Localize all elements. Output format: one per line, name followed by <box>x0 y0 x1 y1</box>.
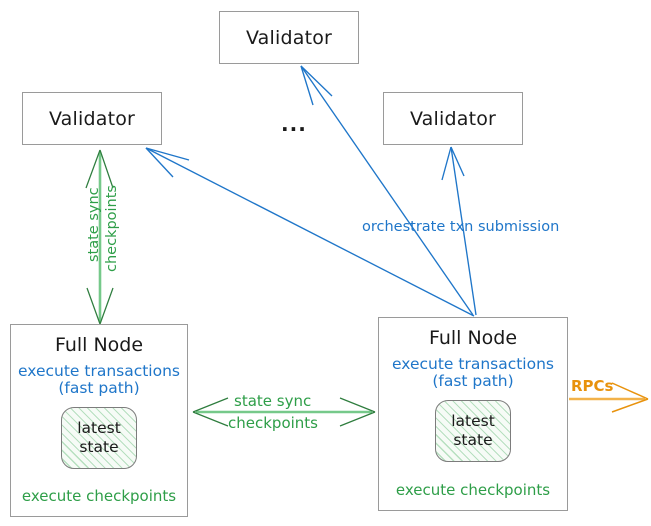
execute-transactions-line2: (fast path) <box>432 372 514 390</box>
latest-state-line1: latest <box>77 419 121 437</box>
execute-transactions-line1: execute transactions <box>391 355 555 373</box>
full-node-box-right[interactable]: Full Node execute transactions (fast pat… <box>378 317 568 511</box>
full-node-execute-transactions: execute transactions (fast path) <box>18 363 180 397</box>
state-sync-middle-label-line2: checkpoints <box>228 414 318 432</box>
latest-state-box[interactable]: latest state <box>61 407 137 469</box>
rpcs-label: RPCs <box>571 377 614 395</box>
validator-box-right[interactable]: Validator <box>383 92 523 145</box>
full-node-execute-checkpoints: execute checkpoints <box>395 481 551 499</box>
latest-state-line2: state <box>79 438 119 456</box>
execute-transactions-line2: (fast path) <box>58 379 140 397</box>
validator-box-left[interactable]: Validator <box>22 92 162 145</box>
state-sync-middle-label-line1: state sync <box>234 392 312 410</box>
latest-state-box[interactable]: latest state <box>435 400 511 462</box>
validator-label: Validator <box>409 107 497 130</box>
latest-state-line1: latest <box>451 412 495 430</box>
state-sync-vertical-label-line1: state sync <box>86 187 102 262</box>
validator-box-top[interactable]: Validator <box>219 11 359 64</box>
execute-transactions-line1: execute transactions <box>17 362 181 380</box>
full-node-title: Full Node <box>428 327 518 349</box>
full-node-execute-checkpoints: execute checkpoints <box>21 487 177 505</box>
state-sync-vertical-label-line2: checkpoints <box>104 185 120 272</box>
validator-label: Validator <box>245 26 333 49</box>
full-node-title: Full Node <box>54 334 144 356</box>
full-node-box-left[interactable]: Full Node execute transactions (fast pat… <box>10 324 188 517</box>
full-node-execute-transactions: execute transactions (fast path) <box>392 356 554 390</box>
validator-label: Validator <box>48 107 136 130</box>
validators-ellipsis: ... <box>281 112 307 136</box>
latest-state-line2: state <box>453 431 493 449</box>
orchestrate-txn-submission-label: orchestrate txn submission <box>362 219 560 235</box>
